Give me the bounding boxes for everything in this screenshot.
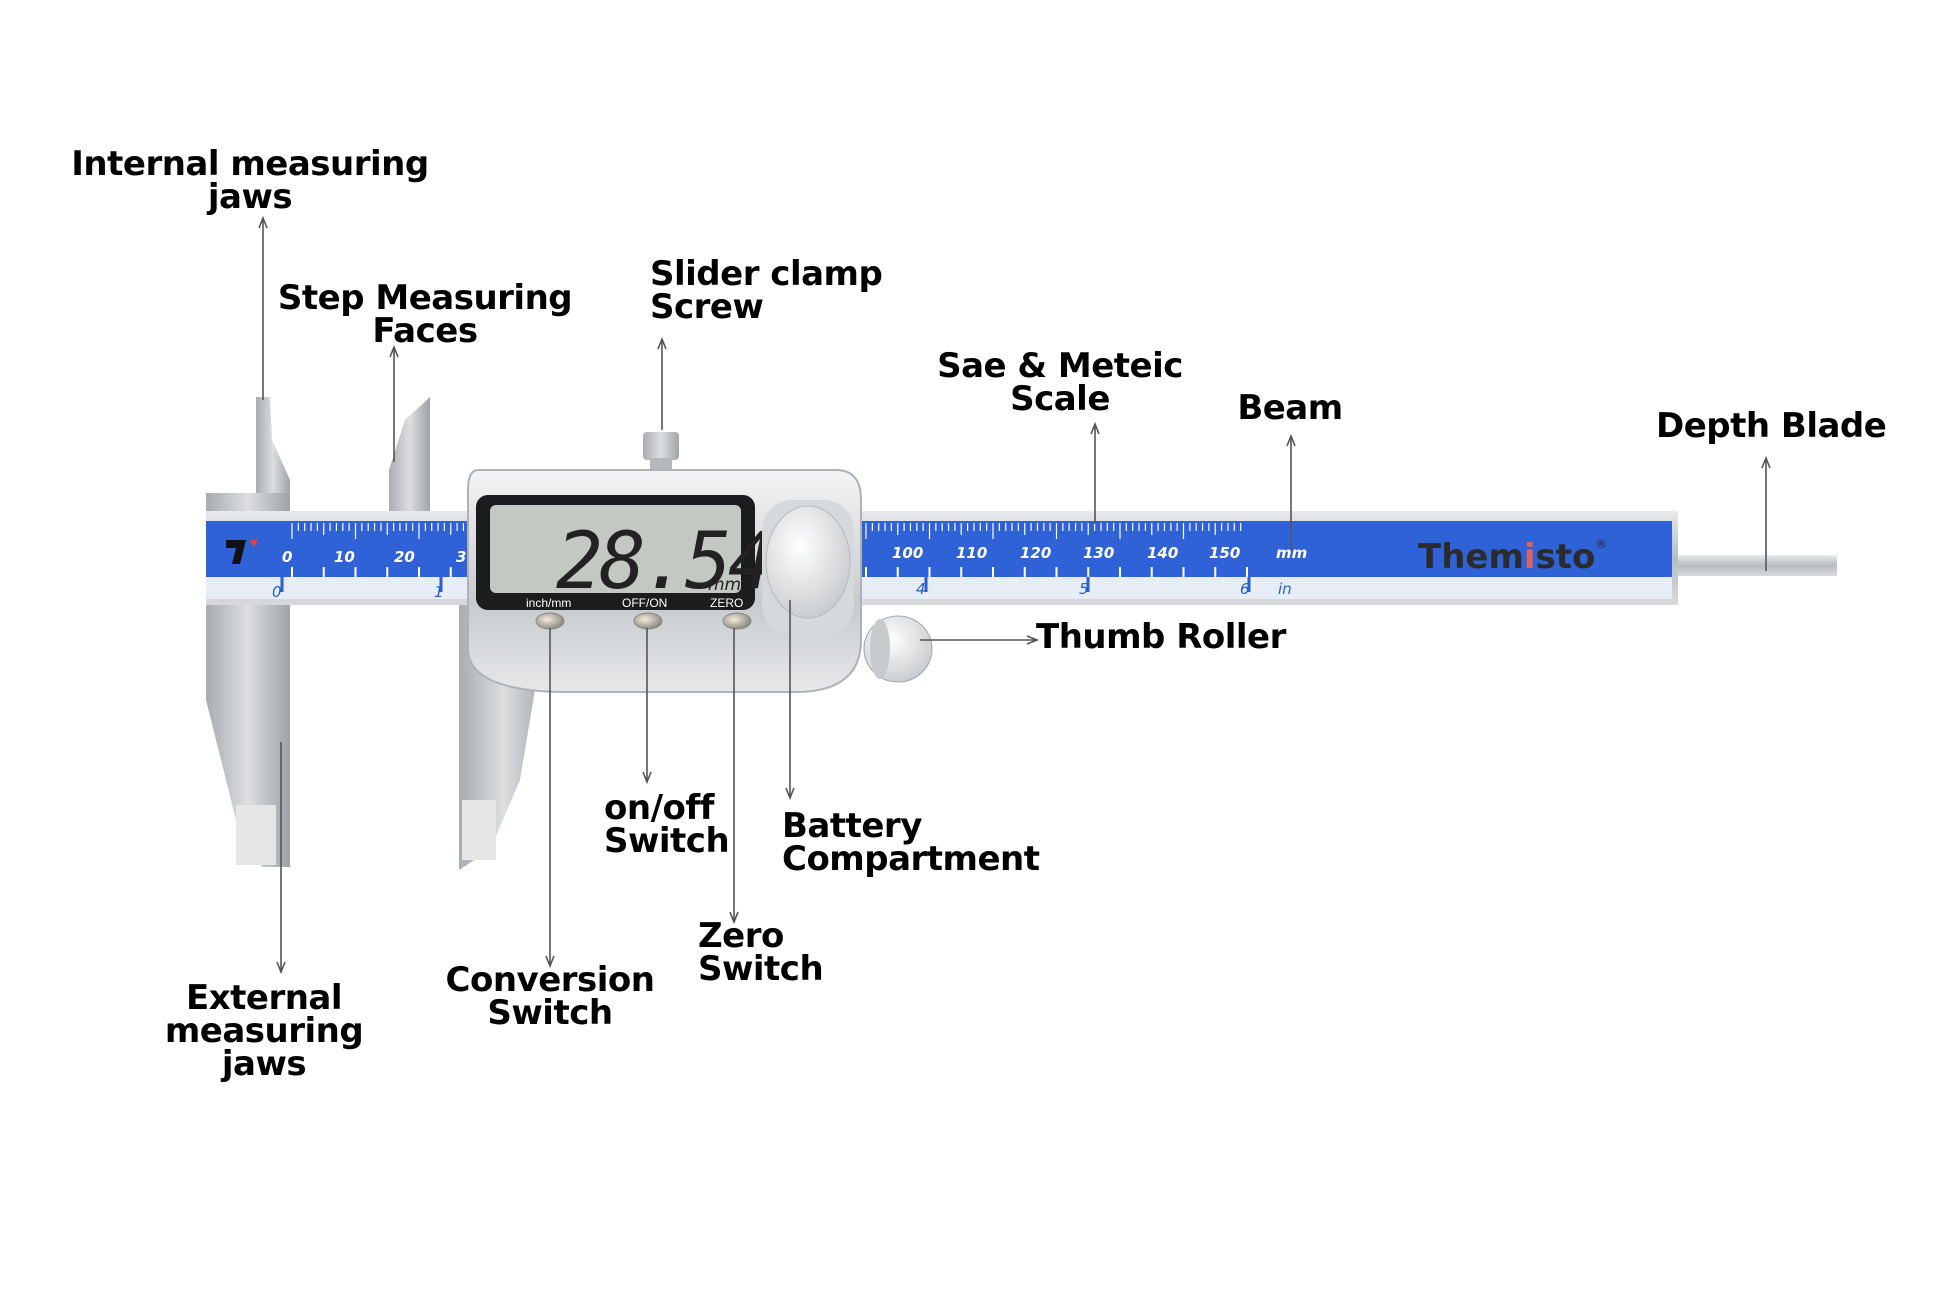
zero-button-label: ZERO — [710, 596, 743, 610]
conversion-button-label: inch/mm — [526, 596, 571, 610]
scale-unit-in: in — [1278, 580, 1292, 598]
step-jaw — [389, 397, 430, 511]
label-zero-switch: Zero Switch — [698, 916, 824, 989]
battery-cover[interactable] — [765, 505, 851, 619]
label-depth-blade: Depth Blade — [1656, 406, 1887, 446]
inch-scale: 0 1 4 5 6 in — [272, 580, 1292, 601]
label-external-measuring-jaws: External measuring jaws — [164, 978, 364, 1084]
scale-unit-mm: mm — [1276, 544, 1307, 562]
label-conversion-switch: Conversion Switch — [445, 960, 655, 1033]
lcd-unit: mm — [708, 575, 741, 595]
fixed-jaw — [206, 397, 290, 867]
slider-clamp-screw[interactable] — [643, 432, 679, 472]
brand-mark-icon — [226, 540, 258, 564]
lcd-reading: 28.54 — [556, 517, 771, 607]
scale-label: 1 — [434, 583, 444, 601]
scale-label: 6 — [1240, 580, 1250, 598]
scale-label: 4 — [916, 580, 926, 598]
scale-label: 10 — [334, 548, 355, 566]
scale-label: 100 — [892, 544, 923, 562]
metric-scale: 0 10 20 3 100 110 120 130 140 150 mm — [282, 544, 1307, 566]
conversion-button[interactable] — [535, 612, 565, 630]
label-scale: Sae & Meteic Scale — [937, 346, 1183, 419]
scale-label: 0 — [282, 548, 292, 566]
brand-logo: Themisto® — [1418, 537, 1607, 577]
scale-label: 150 — [1209, 544, 1240, 562]
leader-lines — [258, 215, 1771, 975]
scale-label: 3 — [456, 548, 466, 566]
power-button-label: OFF/ON — [622, 596, 667, 610]
label-slider-clamp-screw: Slider clamp Screw — [650, 254, 883, 327]
scale-label: 110 — [956, 544, 987, 562]
label-step-measuring-faces: Step Measuring Faces — [277, 278, 573, 351]
scale-label: 140 — [1147, 544, 1178, 562]
scale-label: 130 — [1083, 544, 1114, 562]
scale-label: 5 — [1079, 580, 1089, 598]
power-button[interactable] — [633, 612, 663, 630]
label-thumb-roller: Thumb Roller — [1036, 617, 1286, 657]
label-internal-measuring-jaws: Internal measuring jaws — [71, 144, 429, 217]
scale-label: 20 — [394, 548, 415, 566]
zero-button[interactable] — [722, 612, 752, 630]
label-on-off-switch: on/off Switch — [604, 788, 730, 861]
depth-blade — [1678, 555, 1837, 576]
label-beam: Beam — [1237, 388, 1343, 428]
thumb-roller[interactable] — [863, 615, 933, 683]
display-body: 28.54 mm inch/mm OFF/ON ZERO — [467, 469, 862, 693]
scale-label: 0 — [272, 583, 282, 601]
label-battery-compartment: Battery Compartment — [782, 806, 1040, 879]
scale-label: 120 — [1020, 544, 1051, 562]
